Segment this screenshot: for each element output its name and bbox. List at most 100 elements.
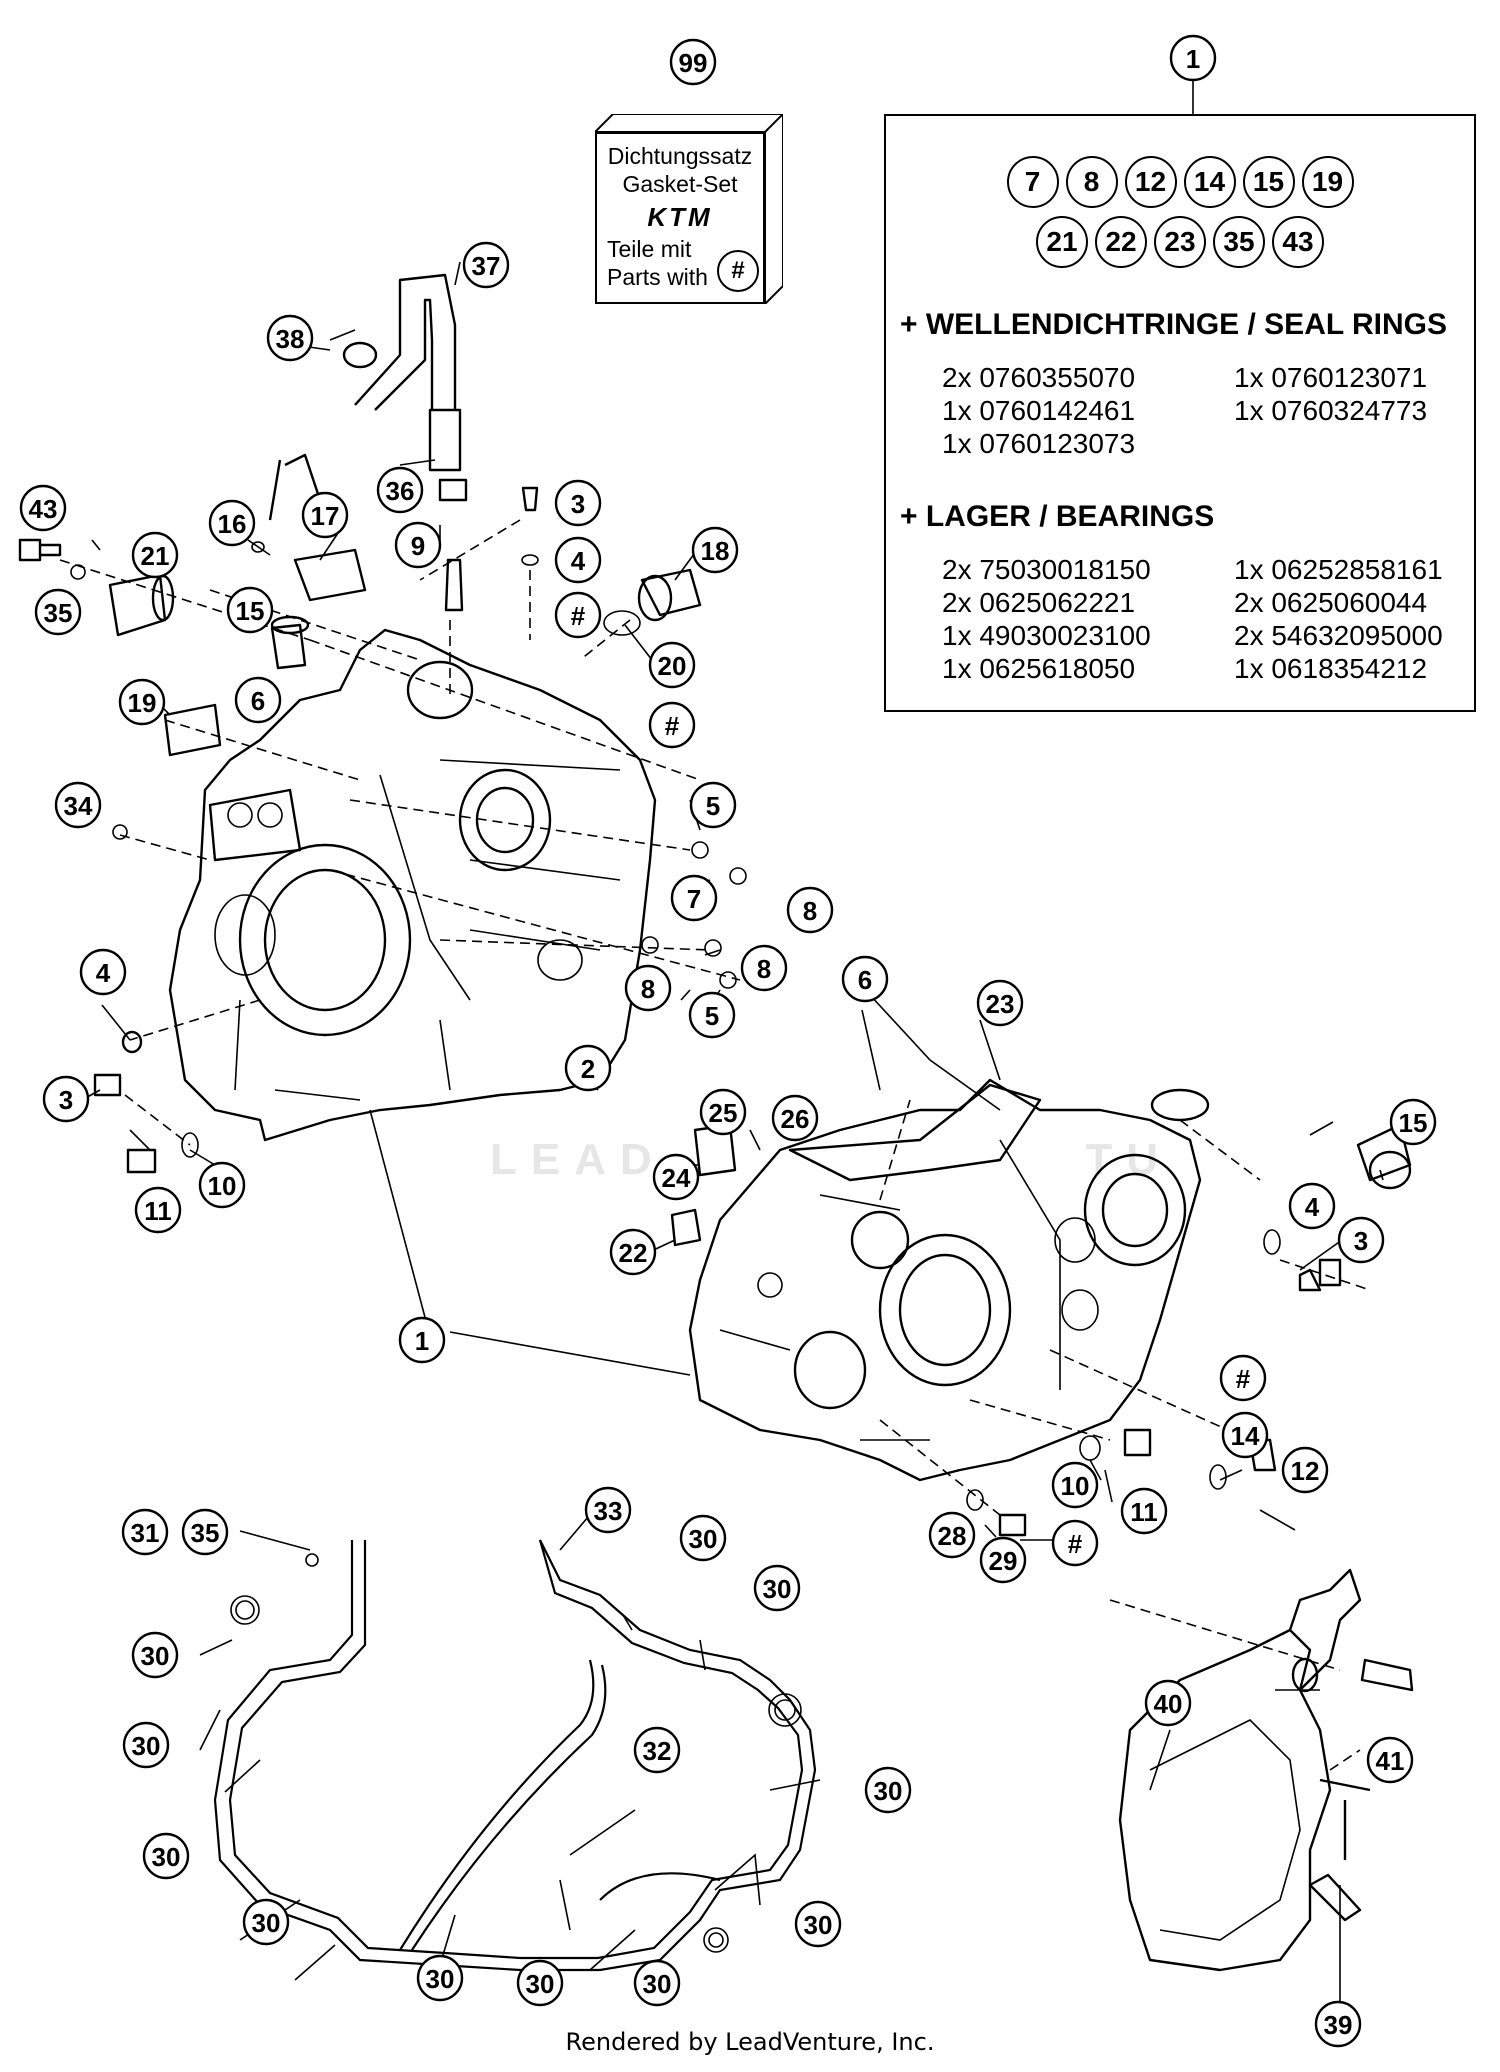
callout-number: 4 <box>571 546 586 576</box>
callout-6: 6 <box>234 676 282 724</box>
gasket-set-parts-de: Teile mit <box>607 236 692 262</box>
kit-part-number: 7 <box>1006 156 1059 208</box>
callout-circle <box>1281 1446 1329 1494</box>
callout-4: 4 <box>79 948 127 996</box>
callout-circle <box>976 979 1024 1027</box>
callout-circle <box>648 701 696 749</box>
callout-circle <box>691 526 739 574</box>
callout-8: 8 <box>740 944 788 992</box>
callout-circle <box>118 678 166 726</box>
callout-kit: 1 <box>1169 34 1217 82</box>
gasket-set-line-de: Dichtungssatz <box>607 143 753 169</box>
callout-circle <box>771 1094 819 1142</box>
callout-circle <box>1389 1098 1437 1146</box>
part-number-entry: 2x 0625060044 <box>1234 587 1428 618</box>
callout-number: 31 <box>131 1518 160 1548</box>
callout-30: 30 <box>416 1954 464 2002</box>
callout-number: 1 <box>1186 44 1200 74</box>
footer-credit: Rendered by LeadVenture, Inc. <box>565 2028 935 2056</box>
callout-24: 24 <box>652 1153 700 1201</box>
gasket-set-symbol: # <box>717 250 759 292</box>
callout-30: 30 <box>142 1832 190 1880</box>
callout-number: 23 <box>986 989 1015 1019</box>
callout-number: 14 <box>1231 1421 1260 1451</box>
callout-number: 29 <box>989 1546 1018 1576</box>
callout-circle <box>301 491 349 539</box>
callout-circle <box>554 536 602 584</box>
callout-circle <box>376 466 424 514</box>
callout-30: 30 <box>864 1766 912 1814</box>
kit-part-number: 14 <box>1183 156 1236 208</box>
part-number-entry: 1x 0760123073 <box>942 428 1136 459</box>
callout-circle <box>670 874 718 922</box>
kit-part-number: 15 <box>1242 156 1295 208</box>
callout-26: 26 <box>771 1094 819 1142</box>
callout-number: 30 <box>804 1910 833 1940</box>
callout-number: 99 <box>679 48 708 78</box>
callout-number: 34 <box>64 791 93 821</box>
gasket-set-marker: # <box>1051 1519 1099 1567</box>
callout-circle <box>633 1959 681 2007</box>
callout-circle <box>652 1153 700 1201</box>
callout-number: # <box>1068 1529 1083 1559</box>
callout-11: 11 <box>1120 1487 1168 1535</box>
seal-rings-heading: + WELLENDICHTRINGE / SEAL RINGS <box>900 308 1447 341</box>
callout-number: 30 <box>763 1574 792 1604</box>
callout-number: 5 <box>706 791 720 821</box>
callout-circle <box>416 1954 464 2002</box>
kit-part-number: 35 <box>1213 216 1265 268</box>
callout-22: 22 <box>609 1228 657 1276</box>
callout-circle <box>1219 1354 1267 1402</box>
callout-number: 30 <box>132 1731 161 1761</box>
callout-number: 18 <box>701 536 730 566</box>
callout-17: 17 <box>301 491 349 539</box>
callout-circle <box>242 1898 290 1946</box>
kit-part-number: 43 <box>1272 216 1324 268</box>
callout-34: 34 <box>54 781 102 829</box>
callout-33: 33 <box>584 1486 632 1534</box>
callout-circle <box>1288 1182 1336 1230</box>
callout-number: 2 <box>581 1054 595 1084</box>
right-crankcase-half <box>688 1078 1202 1482</box>
gasket-set-marker: # <box>648 701 696 749</box>
callout-number: # <box>665 711 680 741</box>
callout-circle <box>584 1486 632 1534</box>
callout-3: 3 <box>1337 1216 1385 1264</box>
callout-number: 35 <box>191 1518 220 1548</box>
callout-number: 30 <box>526 1969 555 1999</box>
callout-30: 30 <box>131 1631 179 1679</box>
callout-circle <box>928 1511 976 1559</box>
callout-number: 21 <box>141 541 170 571</box>
callout-number: 30 <box>426 1964 455 1994</box>
callout-3: 3 <box>554 479 602 527</box>
callout-circle <box>134 1186 182 1234</box>
callout-number: 6 <box>858 965 872 995</box>
callout-circle <box>1120 1487 1168 1535</box>
part-number-entry: 1x 0625618050 <box>942 653 1136 684</box>
callout-number: 5 <box>705 1001 719 1031</box>
callout-number: 39 <box>1324 2010 1353 2040</box>
callout-number: 30 <box>252 1908 281 1938</box>
callout-7: 7 <box>670 874 718 922</box>
callout-30: 30 <box>122 1721 170 1769</box>
kit-part-number: 12 <box>1124 156 1177 208</box>
kit-part-number: 21 <box>1036 216 1088 268</box>
callout-5: 5 <box>688 991 736 1039</box>
callout-circle <box>398 1316 446 1364</box>
callout-circle <box>841 955 889 1003</box>
callout-35: 35 <box>181 1508 229 1556</box>
callout-number: 30 <box>141 1641 170 1671</box>
callout-30: 30 <box>633 1959 681 2007</box>
callout-12: 12 <box>1281 1446 1329 1494</box>
callout-number: 17 <box>311 501 340 531</box>
callout-30: 30 <box>242 1898 290 1946</box>
callout-circle <box>1221 1411 1269 1459</box>
callout-number: 30 <box>643 1969 672 1999</box>
callout-25: 25 <box>699 1088 747 1136</box>
part-number-entry <box>1234 427 1500 460</box>
callout-circle <box>266 314 314 362</box>
callout-number: 30 <box>152 1842 181 1872</box>
callout-circle <box>121 1508 169 1556</box>
callout-10: 10 <box>1051 1461 1099 1509</box>
